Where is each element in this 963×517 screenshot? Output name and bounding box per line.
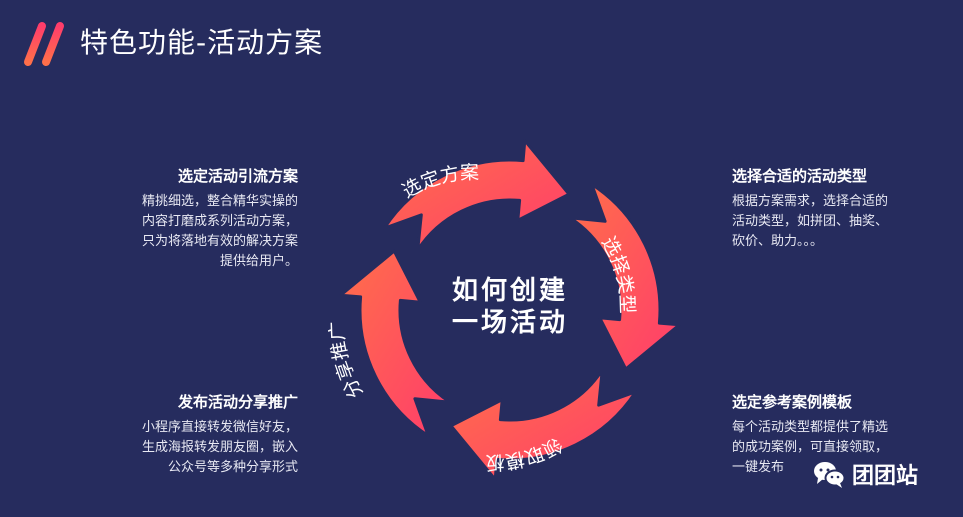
- desc-line: 的成功案例，可直接领取，: [732, 440, 889, 455]
- desc-line: 提供给用户。: [219, 254, 298, 269]
- center-line: 如何创建: [451, 276, 568, 306]
- step-description: 每个活动类型都提供了精选 的成功案例，可直接领取， 一键发布: [732, 418, 932, 478]
- step-title: 选定活动引流方案: [177, 167, 298, 185]
- desc-line: 活动类型，如拼团、抽奖、: [732, 214, 889, 229]
- page-title: 特色功能-活动方案: [80, 26, 324, 59]
- center-line: 一场活动: [451, 308, 568, 338]
- desc-line: 精挑细选，整合精华实操的: [141, 194, 298, 209]
- arrow-segment-type: [568, 182, 681, 371]
- step-description: 根据方案需求，选择合适的 活动类型，如拼团、抽奖、 砍价、助力。。。: [732, 192, 932, 252]
- step-block-choose-type: 选择合适的活动类型 根据方案需求，选择合适的 活动类型，如拼团、抽奖、 砍价、助…: [732, 166, 932, 252]
- center-title: 如何创建 一场活动: [438, 275, 582, 339]
- step-title: 选择合适的活动类型: [732, 167, 868, 185]
- step-title: 发布活动分享推广: [177, 393, 298, 411]
- step-block-choose-plan: 选定活动引流方案 精挑细选，整合精华实操的 内容打磨成系列活动方案， 只为将落地…: [90, 166, 298, 272]
- arrow-segment-template: [449, 368, 638, 481]
- step-description: 小程序直接转发微信好友， 生成海报转发朋友圈，嵌入 公众号等多种分享形式: [90, 418, 298, 478]
- step-title: 选定参考案例模板: [732, 393, 853, 411]
- step-block-share: 发布活动分享推广 小程序直接转发微信好友， 生成海报转发朋友圈，嵌入 公众号等多…: [90, 392, 298, 478]
- watermark: 团团站: [812, 458, 918, 490]
- desc-line: 只为将落地有效的解决方案: [141, 234, 298, 249]
- arrow-segment-share: [339, 249, 452, 438]
- wechat-icon: [814, 462, 846, 488]
- desc-line: 内容打磨成系列活动方案，: [141, 214, 298, 229]
- desc-line: 公众号等多种分享形式: [167, 460, 298, 475]
- watermark-text: 团团站: [852, 464, 919, 489]
- logo-slash-icon: [24, 22, 64, 66]
- desc-line: 生成海报转发朋友圈，嵌入: [141, 440, 298, 455]
- desc-line: 每个活动类型都提供了精选: [732, 420, 889, 435]
- arrow-segment-plan: [382, 139, 571, 252]
- desc-line: 砍价、助力。。。: [732, 234, 824, 249]
- step-block-template: 选定参考案例模板 每个活动类型都提供了精选 的成功案例，可直接领取， 一键发布: [732, 392, 932, 478]
- cycle-diagram: 选定方案 选择类型 领取模板 分享推广: [327, 139, 681, 481]
- desc-line: 根据方案需求，选择合适的: [732, 194, 889, 209]
- desc-line: 小程序直接转发微信好友，: [141, 420, 298, 435]
- step-description: 精挑细选，整合精华实操的 内容打磨成系列活动方案， 只为将落地有效的解决方案 提…: [90, 192, 298, 272]
- desc-line: 一键发布: [732, 460, 785, 475]
